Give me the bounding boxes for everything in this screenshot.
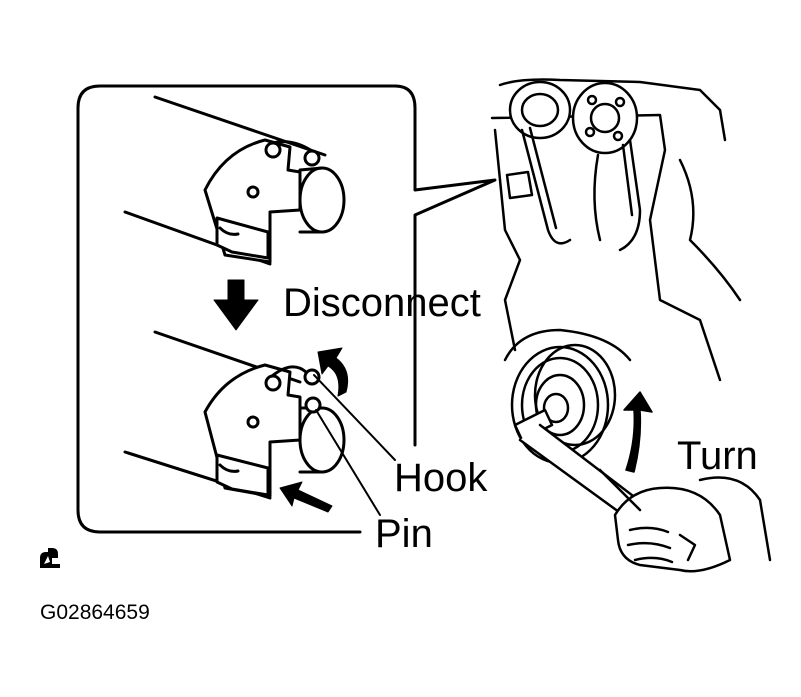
disconnect-arrow	[213, 279, 259, 331]
tensioner-connected	[123, 95, 346, 266]
pin-label: Pin	[375, 512, 433, 556]
turn-arrow	[623, 391, 653, 473]
callout-frame	[76, 84, 497, 534]
hook-label: Hook	[394, 456, 488, 500]
push-arrow	[279, 481, 333, 513]
turn-label: Turn	[677, 434, 758, 478]
tensioner-disconnected	[123, 330, 396, 516]
figure-code: G02864659	[40, 601, 150, 624]
tool-symbol-icon	[40, 548, 60, 568]
engine-sketch	[490, 78, 772, 573]
disconnect-label: Disconnect	[283, 281, 481, 325]
hook-rotation-arrow	[317, 347, 349, 397]
